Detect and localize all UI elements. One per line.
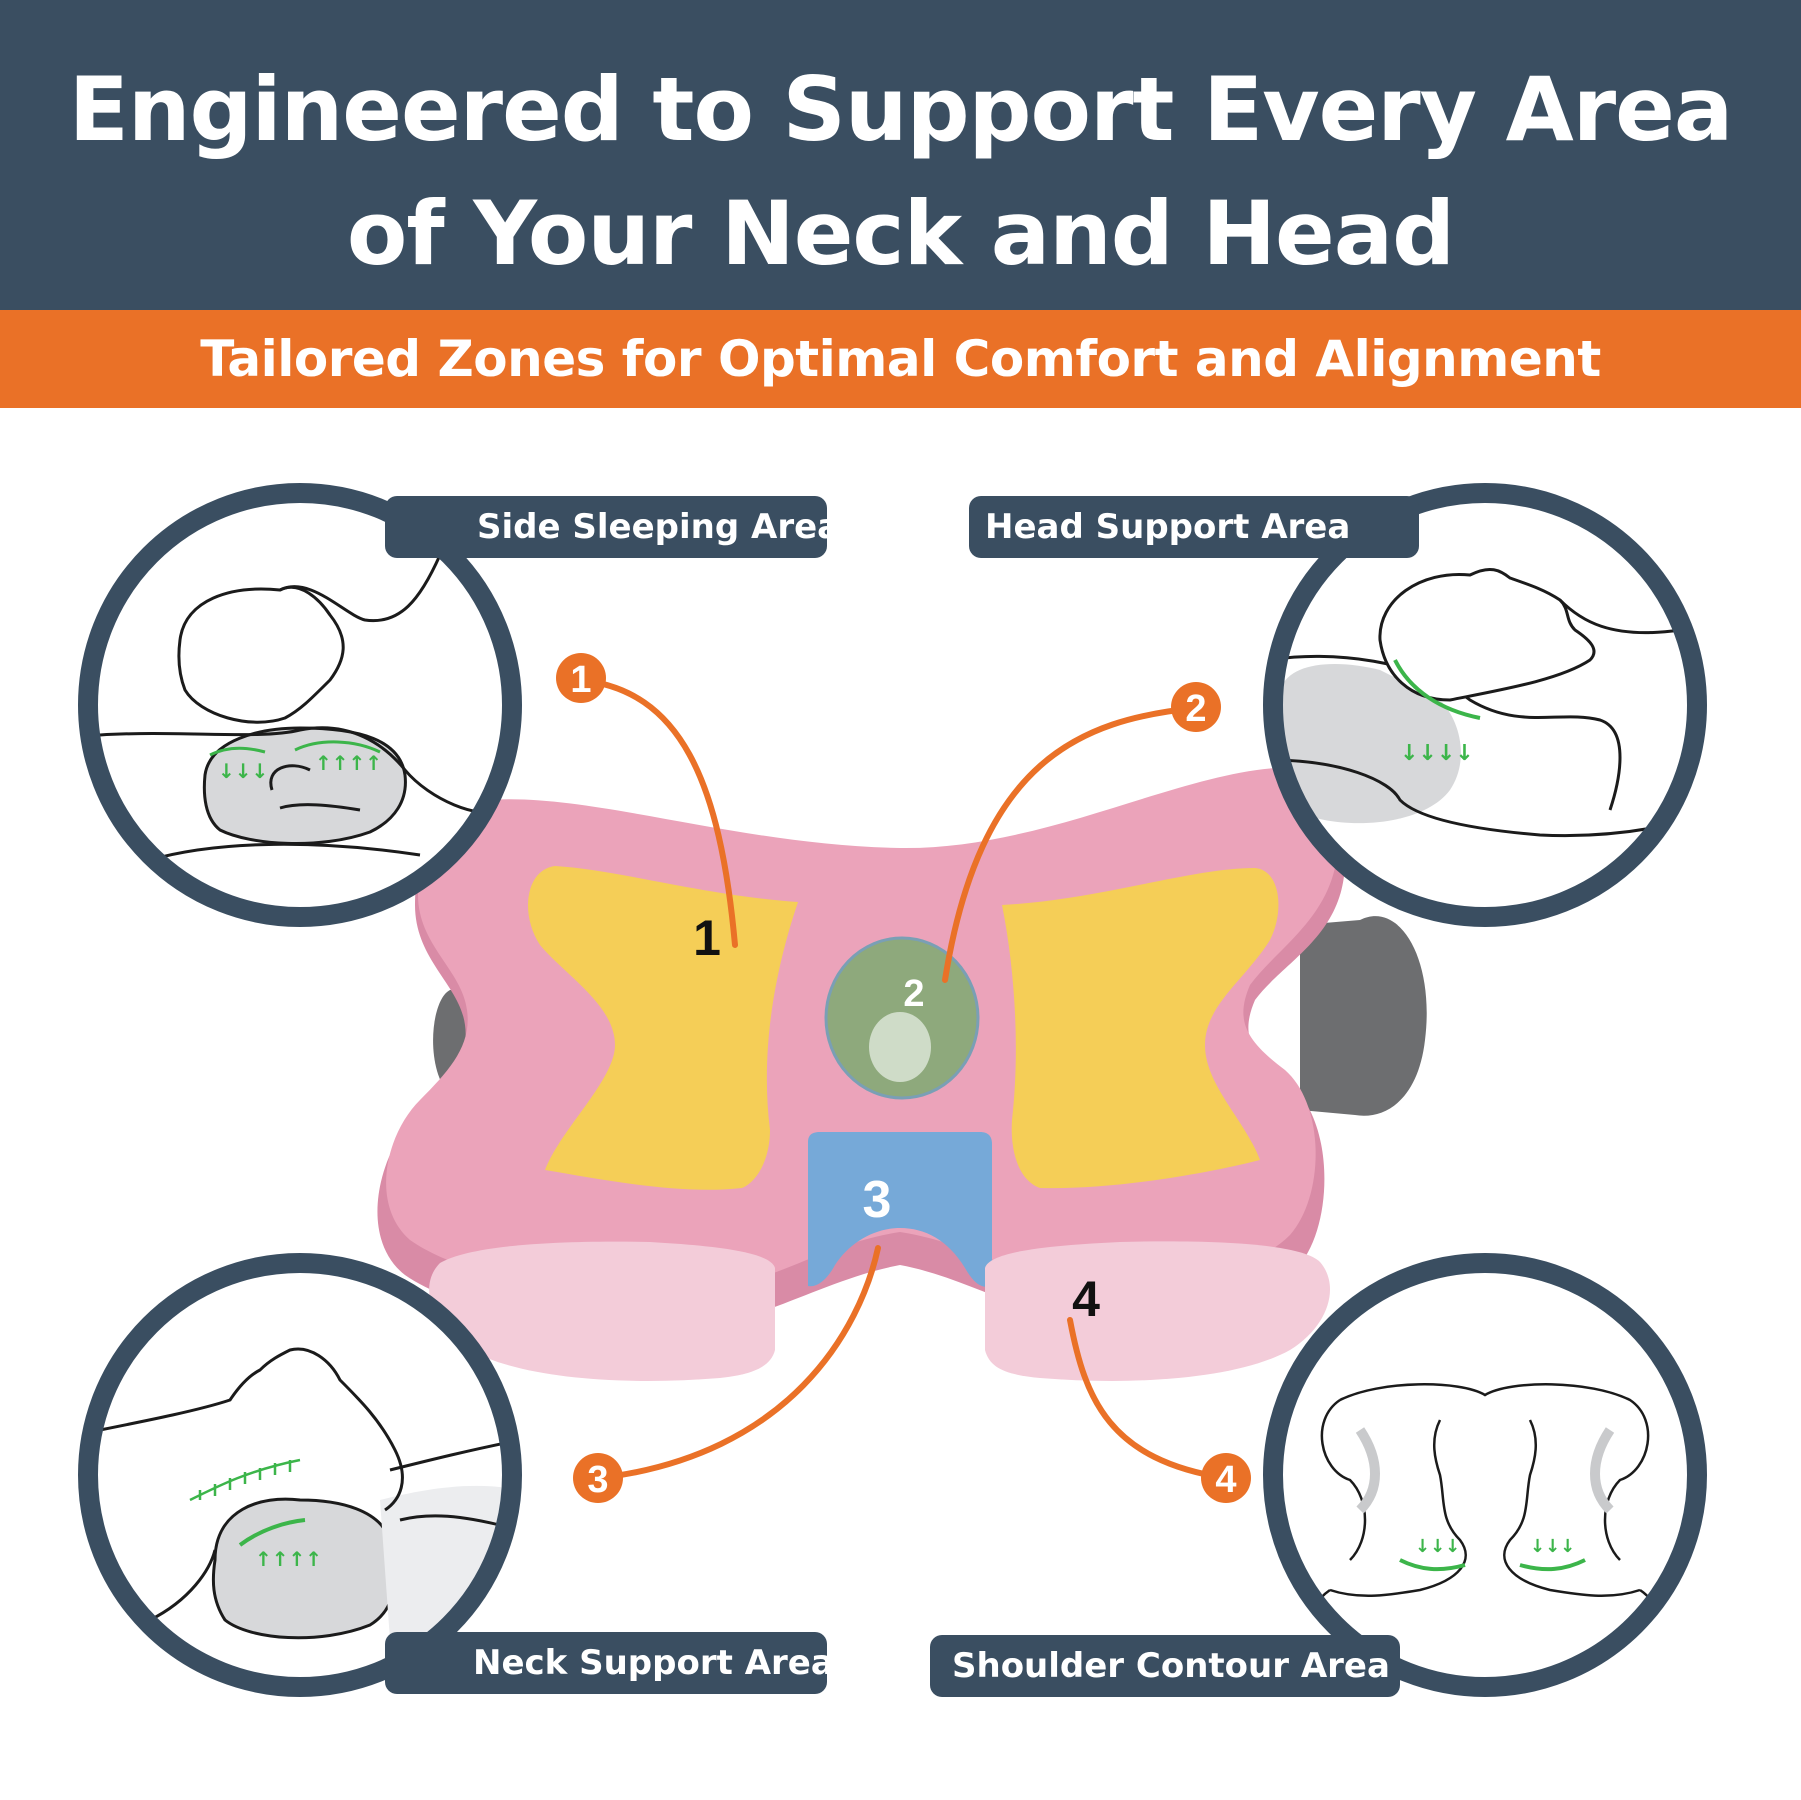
subtitle: Tailored Zones for Optimal Comfort and A…: [200, 330, 1601, 388]
shoulder-green-right: [1519, 1558, 1586, 1572]
callout-marker-2-number: 2: [1185, 688, 1206, 730]
callout-marker-4-number: 4: [1215, 1459, 1236, 1501]
side-sleep-pillow: [202, 726, 407, 846]
detail-circle-2-ring: [1263, 483, 1707, 927]
title-line-1: Engineered to Support Every Area: [68, 58, 1734, 161]
detail-circle-shoulder-contour: ↓↓↓ ↓↓↓: [1263, 1253, 1707, 1697]
neck-support-arrows: ↑↑↑↑: [255, 1547, 322, 1571]
callout-markers: 1 2 3 4: [556, 653, 1251, 1503]
detail-circle-side-sleeping: ↓↓↓ ↑↑↑↑: [78, 483, 522, 927]
shoulder-pillow-outline: [1320, 1383, 1650, 1561]
label-neck-support-area: Neck Support Area: [385, 1632, 834, 1694]
detail-circle-4-ring: [1263, 1253, 1707, 1697]
head-support-head-outline: [1378, 567, 1596, 702]
neck-support-green-line: [238, 1518, 306, 1547]
pillow-right-bolster: [1300, 916, 1427, 1116]
head-support-pillow: [1275, 664, 1461, 824]
shoulder-arrows: ↓↓↓ ↓↓↓: [1415, 1536, 1575, 1557]
side-sleep-arrows: ↓↓↓ ↑↑↑↑: [218, 751, 382, 783]
side-sleep-green-line-1: [209, 746, 266, 757]
shoulder-green-left: [1399, 1558, 1466, 1572]
callout-marker-3: [573, 1453, 623, 1503]
zone-3-number: 3: [863, 1171, 892, 1229]
svg-text:↑↑↑↑: ↑↑↑↑: [315, 751, 382, 775]
detail-circle-3-ring: [78, 1253, 522, 1697]
callout-marker-2: [1171, 682, 1221, 732]
callout-marker-4: [1201, 1453, 1251, 1503]
callout-line-2: [942, 705, 1198, 983]
side-sleep-head-outline: [177, 585, 345, 724]
neck-support-spine: [189, 1458, 301, 1502]
callout-line-1: [577, 677, 738, 948]
callout-line-4: [1067, 1317, 1228, 1481]
label-side-sleeping-area: Side Sleeping Area: [385, 496, 840, 558]
callout-marker-1-number: 1: [570, 659, 591, 701]
zone-3-neck-support: [808, 1132, 992, 1287]
pillow-illustration: 1 2 3 4: [377, 767, 1427, 1381]
callout-lines: [577, 677, 1228, 1481]
svg-text:↓↓↓: ↓↓↓: [1530, 1536, 1575, 1557]
zone-1-side-sleeping: [528, 866, 798, 1190]
page-title: Engineered to Support Every Area of Your…: [0, 48, 1801, 296]
zone-2-head-center: [869, 1012, 931, 1082]
subtitle-bar: [0, 310, 1801, 408]
title-line-2: of Your Neck and Head: [346, 182, 1455, 285]
callout-line-3: [597, 1245, 881, 1481]
detail-circle-neck-support: ↑↑↑↑: [78, 1253, 522, 1697]
neck-support-head-outline: [99, 1347, 404, 1512]
zone-4-number: 4: [1072, 1271, 1100, 1327]
svg-text:↓↓↓↓: ↓↓↓↓: [1400, 741, 1474, 766]
zone-1-number: 1: [693, 910, 721, 966]
callout-marker-1: [556, 653, 606, 703]
head-support-arrows: ↓↓↓↓: [1400, 741, 1474, 766]
detail-circle-head-support: ↓↓↓↓: [1263, 483, 1707, 927]
zone-1-side-sleeping-right: [1002, 868, 1279, 1189]
svg-text:↓↓↓: ↓↓↓: [1415, 1536, 1460, 1557]
svg-text:↑↑↑↑: ↑↑↑↑: [255, 1547, 322, 1571]
label-shoulder-contour-area: Shoulder Contour Area: [930, 1635, 1400, 1697]
detail-circle-1-ring: [78, 483, 522, 927]
head-support-green-line: [1393, 659, 1481, 720]
callout-marker-3-number: 3: [587, 1459, 608, 1501]
header-banner: [0, 0, 1801, 310]
svg-text:↓↓↓: ↓↓↓: [218, 759, 268, 783]
label-head-support-area: Head Support Area: [969, 496, 1419, 558]
zone-2-number: 2: [903, 973, 924, 1015]
side-sleep-green-line-2: [294, 740, 381, 754]
zone-4-shoulder-contour-right: [985, 1241, 1330, 1381]
zone-4-shoulder-contour: [429, 1241, 775, 1381]
